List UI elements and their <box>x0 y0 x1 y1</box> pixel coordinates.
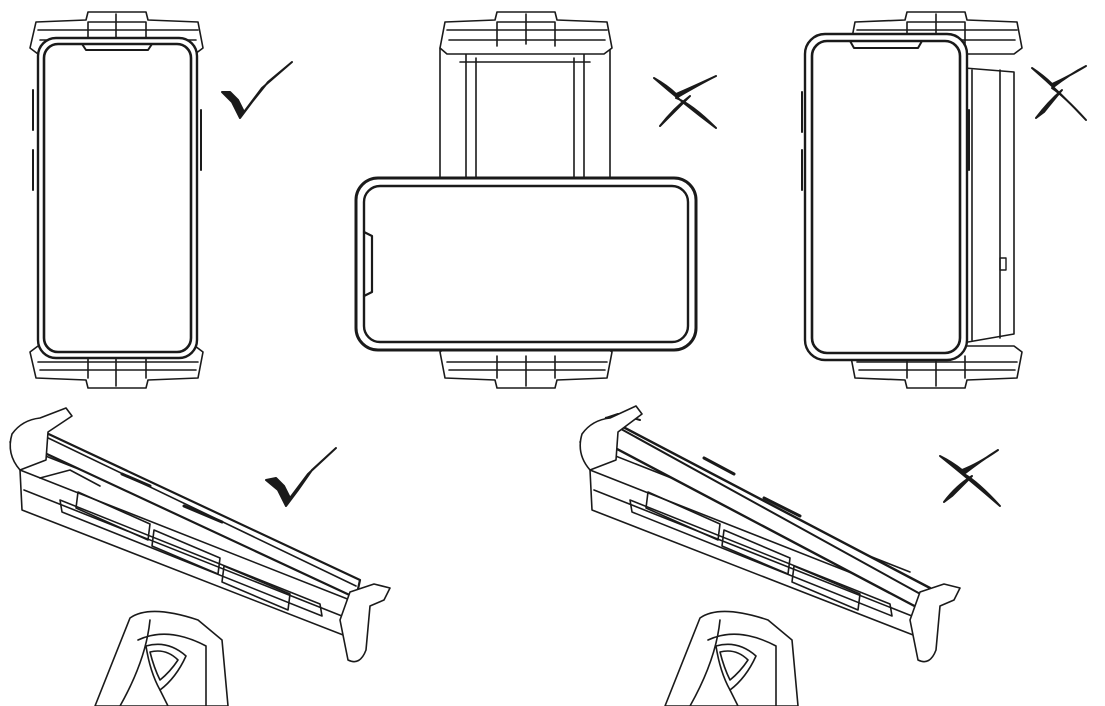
cross-icon <box>1031 65 1087 121</box>
right-end-clamp <box>339 583 391 663</box>
phone-portrait-offset <box>801 32 970 362</box>
left-end-clamp <box>579 405 643 471</box>
panel-portrait-centered <box>29 11 293 389</box>
grip-handle <box>664 610 799 706</box>
panel-portrait-offset <box>801 11 1087 389</box>
right-end-clamp <box>909 583 961 663</box>
cross-icon <box>653 75 717 129</box>
left-end-clamp <box>9 407 73 471</box>
panel-angled-seated <box>9 407 391 706</box>
checkmark-icon <box>221 61 293 119</box>
checkmark-icon <box>265 447 337 507</box>
holder-windows <box>75 491 291 611</box>
holder-body <box>9 441 357 641</box>
cross-icon <box>939 449 1001 507</box>
holder-windows <box>645 491 861 611</box>
panel-angled-not-seated <box>579 405 1001 706</box>
phone-landscape <box>354 176 698 352</box>
top-clamp <box>439 11 613 55</box>
grip-handle <box>94 610 229 706</box>
holder-body <box>579 441 927 641</box>
holder-body <box>439 47 611 184</box>
phone-portrait <box>32 36 202 360</box>
panel-landscape-clamp <box>354 11 717 389</box>
bottom-clamp <box>439 345 613 389</box>
